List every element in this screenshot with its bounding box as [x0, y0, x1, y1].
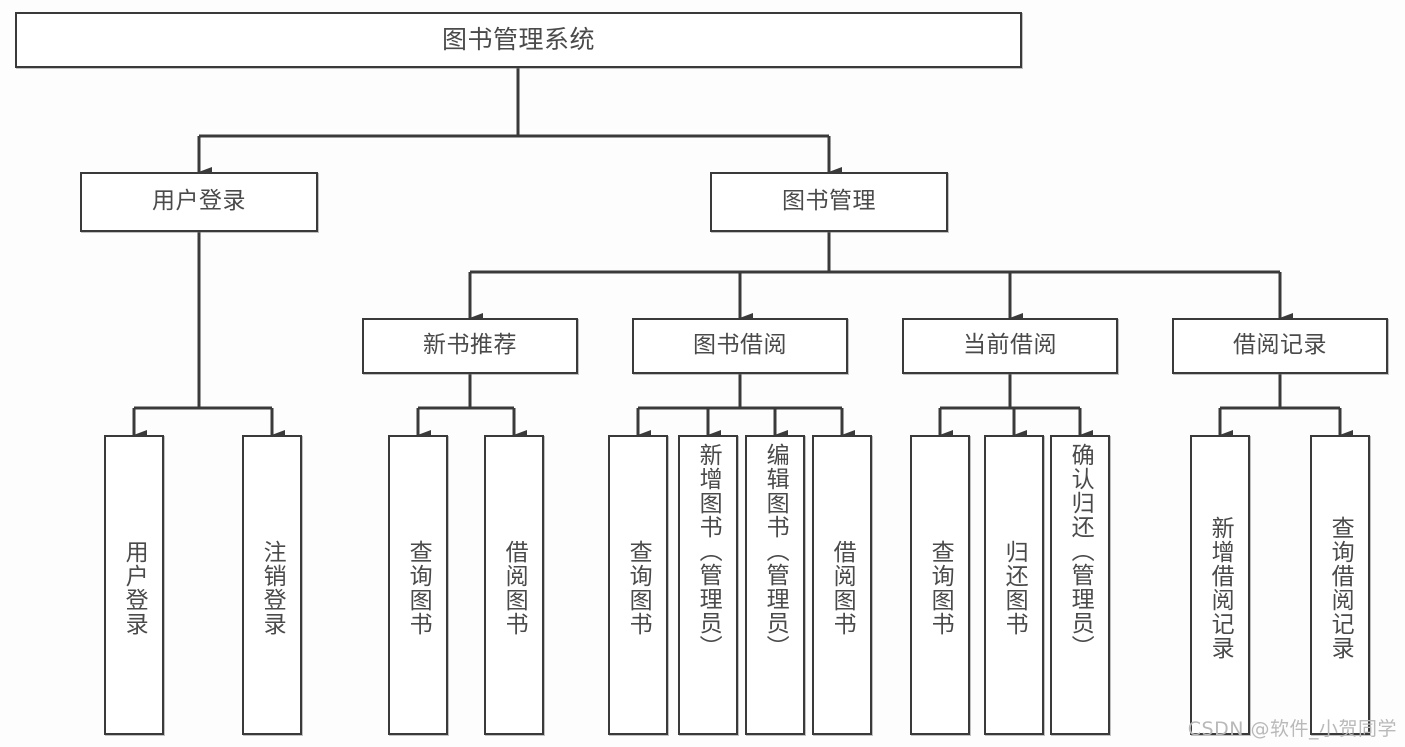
node-leaf-edit-book-admin[interactable]: 编辑图书（管理员） [745, 435, 805, 735]
node-label-wrap: 确认归还（管理员） [1052, 443, 1108, 733]
node-label: 图书管理系统 [441, 25, 595, 54]
node-leaf-add-book-admin[interactable]: 新增图书（管理员） [678, 435, 738, 735]
node-leaf-user-login[interactable]: 用户登录 [104, 435, 164, 735]
node-leaf-query-book-2[interactable]: 查询图书 [608, 435, 668, 735]
node-user-login[interactable]: 用户登录 [80, 172, 318, 232]
node-label-wrap: 新增图书（管理员） [680, 443, 736, 733]
node-label: 编辑图书（管理员） [762, 443, 789, 659]
node-label-wrap: 编辑图书（管理员） [747, 443, 803, 733]
node-label-wrap: 查询图书 [610, 443, 666, 733]
node-label: 新增借阅记录 [1207, 516, 1234, 660]
node-book-borrow[interactable]: 图书借阅 [632, 318, 848, 374]
node-leaf-query-book-1[interactable]: 查询图书 [388, 435, 448, 735]
node-label-wrap: 借阅图书 [486, 443, 542, 733]
node-label: 图书借阅 [693, 332, 787, 359]
node-label: 归还图书 [1001, 540, 1028, 636]
node-label-wrap: 归还图书 [986, 443, 1042, 733]
node-label: 查询图书 [625, 540, 652, 636]
node-label-wrap: 查询图书 [912, 443, 968, 733]
node-current-borrow[interactable]: 当前借阅 [902, 318, 1118, 374]
node-label: 确认归还（管理员） [1067, 443, 1094, 659]
node-label: 用户登录 [152, 188, 246, 215]
node-label-wrap: 注销登录 [244, 443, 300, 733]
node-leaf-confirm-return-admin[interactable]: 确认归还（管理员） [1050, 435, 1110, 735]
watermark-text: CSDN @软件_小贺同学 [1187, 718, 1397, 740]
node-label-wrap: 查询借阅记录 [1312, 443, 1368, 733]
node-leaf-borrow-book-1[interactable]: 借阅图书 [484, 435, 544, 735]
node-leaf-return-book[interactable]: 归还图书 [984, 435, 1044, 735]
node-borrow-record[interactable]: 借阅记录 [1172, 318, 1388, 374]
node-label-wrap: 用户登录 [106, 443, 162, 733]
node-label: 查询图书 [927, 540, 954, 636]
node-label: 借阅图书 [501, 540, 528, 636]
node-label: 查询借阅记录 [1327, 516, 1354, 660]
node-label: 借阅记录 [1233, 332, 1327, 359]
node-leaf-borrow-book-2[interactable]: 借阅图书 [812, 435, 872, 735]
node-leaf-logout-login[interactable]: 注销登录 [242, 435, 302, 735]
node-label: 注销登录 [259, 540, 286, 636]
node-label-wrap: 借阅图书 [814, 443, 870, 733]
node-label: 当前借阅 [963, 332, 1057, 359]
node-label: 新增图书（管理员） [695, 443, 722, 659]
node-book-manage[interactable]: 图书管理 [710, 172, 948, 232]
node-label-wrap: 查询图书 [390, 443, 446, 733]
node-label: 图书管理 [782, 188, 876, 215]
node-label: 借阅图书 [829, 540, 856, 636]
node-label: 新书推荐 [423, 332, 517, 359]
node-new-book-recommend[interactable]: 新书推荐 [362, 318, 578, 374]
node-leaf-add-borrow-record[interactable]: 新增借阅记录 [1190, 435, 1250, 735]
node-label: 查询图书 [405, 540, 432, 636]
node-root[interactable]: 图书管理系统 [15, 12, 1022, 68]
node-leaf-query-borrow-record[interactable]: 查询借阅记录 [1310, 435, 1370, 735]
node-label-wrap: 新增借阅记录 [1192, 443, 1248, 733]
node-leaf-query-book-3[interactable]: 查询图书 [910, 435, 970, 735]
node-label: 用户登录 [121, 540, 148, 636]
